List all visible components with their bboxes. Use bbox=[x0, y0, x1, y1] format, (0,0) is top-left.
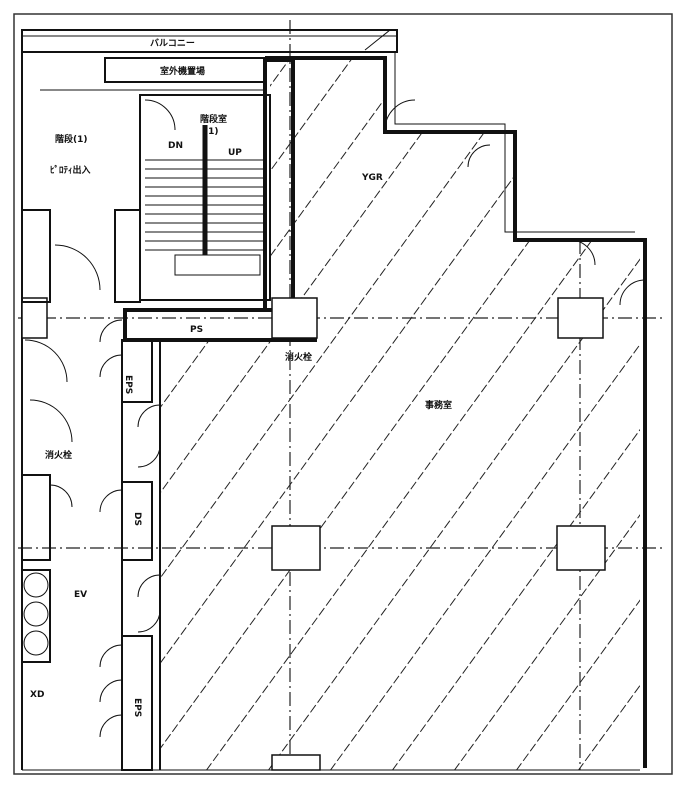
hatch-line bbox=[0, 20, 8, 787]
exterior-wall-inner bbox=[394, 52, 635, 233]
ev-label: EV bbox=[74, 590, 87, 600]
hatch-line bbox=[160, 60, 195, 770]
stair-number-label: (1) bbox=[204, 127, 219, 137]
stair-core bbox=[139, 58, 295, 312]
hatch-line bbox=[191, 60, 640, 770]
hatched-area bbox=[0, 20, 640, 787]
service-shafts bbox=[21, 99, 646, 771]
hatch-line bbox=[160, 60, 567, 770]
fire-hydrant-label: 消火栓 bbox=[285, 351, 312, 363]
hatch-line bbox=[439, 60, 640, 770]
stair-room-label: 階段室 bbox=[200, 113, 227, 125]
right-note-label: YGR bbox=[361, 173, 383, 183]
stair-down-label: DN bbox=[168, 141, 183, 151]
left-room-label: 階段(1) bbox=[55, 133, 88, 145]
stair-up-label: UP bbox=[228, 148, 242, 158]
outer-frame bbox=[13, 13, 673, 775]
bottom-left-label: XD bbox=[30, 690, 44, 700]
hatch-line bbox=[160, 60, 381, 770]
fire-hydrant-label-left: 消火栓 bbox=[45, 449, 72, 461]
balcony-label: バルコニー bbox=[150, 38, 195, 49]
exterior-wall bbox=[265, 56, 647, 768]
column bbox=[21, 297, 48, 339]
outdoor-unit-label: 室外機置場 bbox=[160, 65, 205, 77]
ps-label: PS bbox=[190, 325, 203, 335]
hatch-line bbox=[501, 60, 640, 770]
column bbox=[271, 297, 318, 339]
hatch-line bbox=[160, 60, 505, 770]
hatch-line bbox=[625, 60, 640, 770]
hatch-line bbox=[377, 60, 640, 770]
column bbox=[271, 525, 321, 571]
eps-bottom-label: EPS bbox=[132, 698, 142, 717]
hatch-line bbox=[563, 60, 640, 770]
column bbox=[557, 297, 604, 339]
column bbox=[556, 525, 606, 571]
column bbox=[271, 754, 321, 771]
eps-top-label: EPS bbox=[123, 375, 133, 394]
left-note-label: ﾋﾟﾛﾃｨ出入 bbox=[50, 164, 91, 176]
ds-label: DS bbox=[132, 512, 142, 526]
office-label: 事務室 bbox=[425, 399, 452, 411]
hatch-line bbox=[253, 60, 640, 770]
hatch-line bbox=[160, 60, 443, 770]
hatch-line bbox=[315, 60, 640, 770]
